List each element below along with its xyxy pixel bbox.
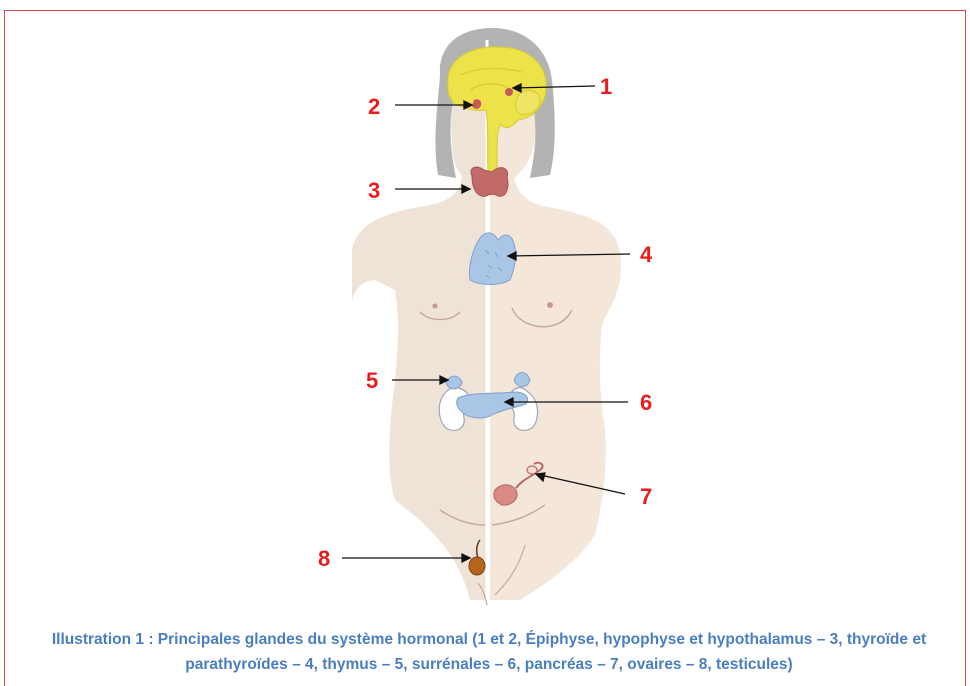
label-3: 3 (368, 178, 380, 203)
ovary (527, 466, 537, 474)
caption-line-1: Illustration 1 : Principales glandes du … (20, 627, 958, 652)
label-6: 6 (640, 390, 652, 415)
uterus (494, 485, 517, 505)
label-7: 7 (640, 484, 652, 509)
testicle (469, 557, 485, 575)
male-half-body (352, 50, 490, 600)
label-1: 1 (600, 74, 612, 99)
label-5: 5 (366, 368, 378, 393)
label-4: 4 (640, 242, 653, 267)
caption-line-2: parathyroïdes – 4, thymus – 5, surrénale… (20, 652, 958, 677)
label-8: 8 (318, 546, 330, 571)
female-nipple (547, 302, 553, 308)
label-2: 2 (368, 94, 380, 119)
pineal-gland (505, 88, 513, 96)
figure-caption: Illustration 1 : Principales glandes du … (20, 627, 958, 677)
male-nipple (433, 304, 438, 309)
thyroid (471, 167, 508, 196)
